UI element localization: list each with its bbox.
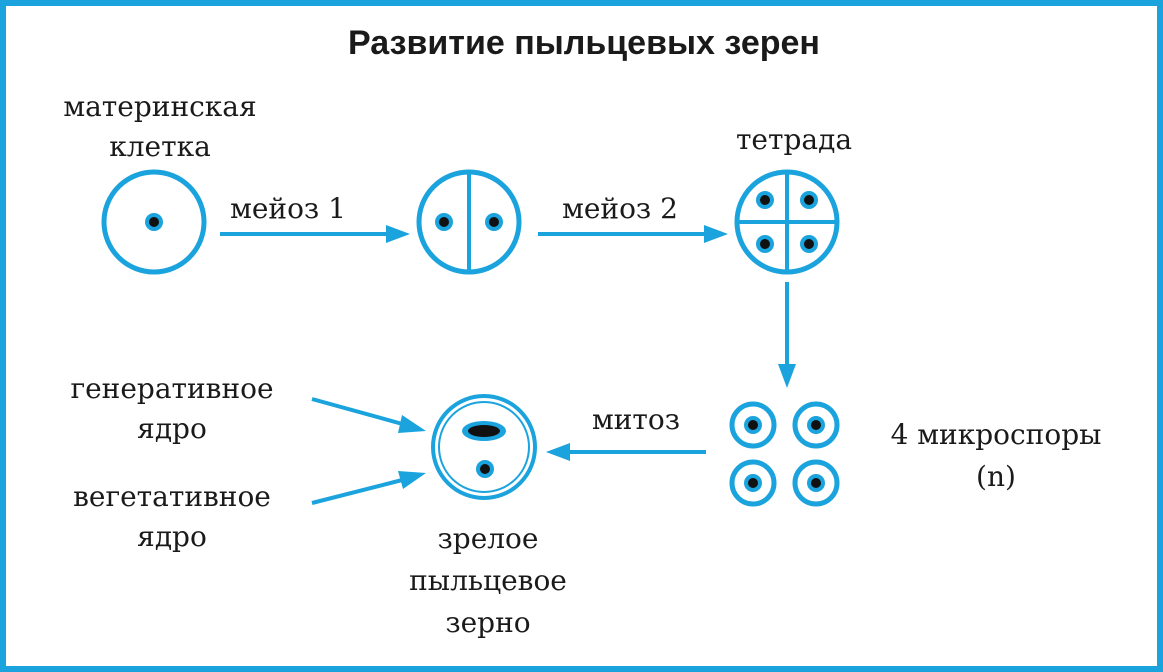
microspores-label-line1: 4 микроспоры bbox=[891, 418, 1102, 451]
mother-cell-label-line2: клетка bbox=[109, 130, 211, 163]
tetrad-nucleus-2 bbox=[800, 191, 818, 209]
generative-nucleus-arrow bbox=[311, 397, 426, 433]
vegetative-nucleus-arrow bbox=[311, 471, 426, 505]
tetrad-nucleus-1 bbox=[756, 191, 774, 209]
tetrad-cell bbox=[734, 169, 840, 275]
generative-nucleus bbox=[462, 421, 506, 441]
tetrad-nucleus-3 bbox=[756, 235, 774, 253]
dyad-nucleus-left bbox=[435, 213, 453, 231]
microspore-3 bbox=[729, 459, 777, 507]
mitosis-label: митоз bbox=[592, 403, 680, 436]
dyad-cell bbox=[416, 169, 522, 275]
mature-grain-label-line2: пыльцевое bbox=[409, 564, 567, 597]
microspores-label-line2: (n) bbox=[976, 460, 1016, 493]
meiosis2-arrow bbox=[538, 225, 728, 243]
vegetative-nucleus bbox=[476, 460, 494, 478]
mitosis-arrow bbox=[546, 443, 706, 461]
vegetative-nucleus-label-line2: ядро bbox=[137, 520, 207, 553]
microspore-1 bbox=[729, 401, 777, 449]
generative-nucleus-label-line2: ядро bbox=[137, 412, 207, 445]
mother-cell-label-line1: материнская bbox=[63, 90, 256, 123]
mother-cell-nucleus bbox=[145, 213, 163, 231]
microspore-4 bbox=[792, 459, 840, 507]
meiosis1-label: мейоз 1 bbox=[230, 192, 346, 225]
tetrad-to-microspores-arrow bbox=[778, 282, 796, 388]
generative-nucleus-label-line1: генеративное bbox=[70, 372, 273, 405]
microspores-group bbox=[729, 401, 840, 507]
tetrad-nucleus-4 bbox=[800, 235, 818, 253]
microspore-2 bbox=[792, 401, 840, 449]
mother-cell bbox=[101, 169, 207, 275]
pollen-development-diagram: Развитие пыльцевых зерен материнская кле… bbox=[63, 24, 1102, 639]
tetrad-label: тетрада bbox=[736, 123, 852, 156]
meiosis2-label: мейоз 2 bbox=[562, 192, 678, 225]
diagram-title: Развитие пыльцевых зерен bbox=[348, 24, 820, 62]
dyad-nucleus-right bbox=[485, 213, 503, 231]
mature-pollen-grain bbox=[431, 394, 537, 500]
meiosis1-arrow bbox=[220, 225, 410, 243]
mature-grain-label-line3: зерно bbox=[445, 606, 530, 639]
mature-grain-label-line1: зрелое bbox=[438, 522, 539, 555]
vegetative-nucleus-label-line1: вегетативное bbox=[73, 480, 271, 513]
